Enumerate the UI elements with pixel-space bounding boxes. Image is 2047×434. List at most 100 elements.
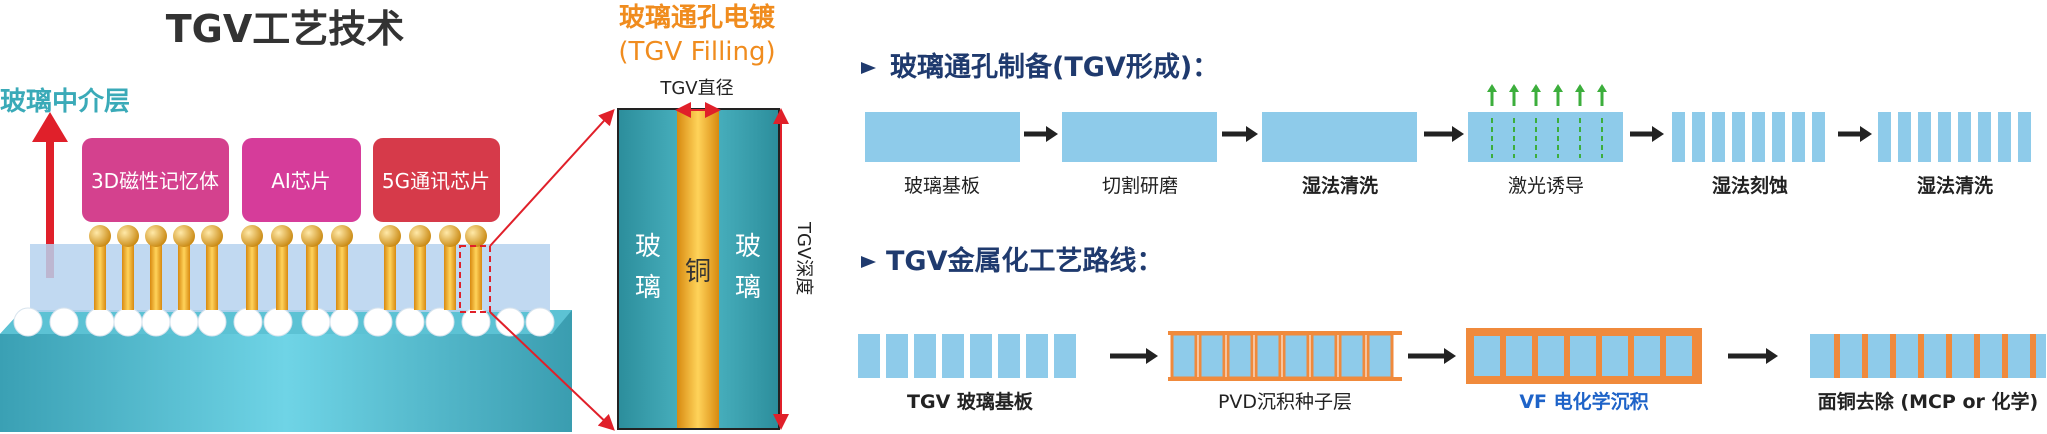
seed-layer-segment <box>1254 332 1282 380</box>
up-arrow-icon <box>32 112 68 278</box>
step-label: 湿法清洗 <box>1917 174 1993 197</box>
tgv-pillar <box>306 236 318 310</box>
solder-bump <box>113 307 143 337</box>
glass-segment <box>1918 112 1931 162</box>
flow-arrow-icon <box>1424 131 1454 137</box>
laser-beam-icon <box>1556 86 1560 106</box>
step-label: 切割研磨 <box>1102 175 1178 197</box>
section1-title: 玻璃通孔制备(TGV形成)： <box>890 52 1219 83</box>
tgv-pillar <box>94 236 106 310</box>
filled-via <box>1834 334 1840 378</box>
zoom-line-top <box>489 109 615 247</box>
solder-bump <box>85 307 115 337</box>
glass-segment <box>1812 112 1825 162</box>
bullet-arrow-icon-2 <box>861 256 876 268</box>
tgv-pillar <box>206 236 218 310</box>
svg-text:AI芯片: AI芯片 <box>271 169 331 193</box>
filled-via <box>1890 334 1896 378</box>
glass-segment <box>942 334 964 378</box>
micro-bump <box>241 225 263 247</box>
laser-induced-box <box>1468 112 1623 162</box>
solder-bump <box>363 307 393 337</box>
flow-arrow-icon <box>1728 353 1768 359</box>
glass-segment <box>1634 336 1660 376</box>
copper-label: 铜 <box>685 257 711 287</box>
solder-bump <box>525 307 555 337</box>
step-label: 玻璃基板 <box>904 175 980 197</box>
flow-arrow-icon <box>1222 131 1248 137</box>
seed-layer-segment <box>1282 332 1310 380</box>
middle-title-line2: (TGV Filling) <box>618 37 775 67</box>
glass-segment <box>1732 112 1745 162</box>
glass-segment <box>1054 334 1076 378</box>
flow-arrow-icon <box>1838 131 1862 137</box>
chip-5g: 5G通讯芯片 <box>373 138 500 222</box>
glass-segment <box>1938 112 1951 162</box>
step-label: 湿法刻蚀 <box>1712 174 1788 197</box>
seed-layer-segment <box>1198 332 1226 380</box>
interposer-label: 玻璃中介层 <box>0 86 130 117</box>
glass-segment <box>1474 336 1500 376</box>
micro-bump <box>301 225 323 247</box>
glass-segment <box>1958 112 1971 162</box>
solder-bump <box>141 307 171 337</box>
laser-beam-icon <box>1600 86 1604 106</box>
tgv-pillar <box>444 236 456 310</box>
tgv-pillar-row <box>89 225 487 310</box>
solder-bump <box>263 307 293 337</box>
solder-bump <box>197 307 227 337</box>
micro-bump <box>271 225 293 247</box>
glass-segment <box>2018 112 2031 162</box>
solder-bump <box>13 307 43 337</box>
glass-left-char2: 璃 <box>635 273 661 303</box>
glass-segment <box>914 334 936 378</box>
micro-bump <box>173 225 195 247</box>
bottom-bump-row <box>13 307 555 337</box>
solder-bump <box>495 307 525 337</box>
glass-substrate-box <box>1262 112 1417 162</box>
bullet-arrow-icon <box>861 62 876 74</box>
flow-arrow-icon <box>1630 131 1654 137</box>
glass-substrate-box <box>1062 112 1217 162</box>
filled-via <box>2030 334 2036 378</box>
left-title: TGV工艺技术 <box>166 7 405 51</box>
copper-via <box>677 110 719 428</box>
glass-segment <box>1752 112 1765 162</box>
glass-segment <box>970 334 992 378</box>
glass-segment <box>998 334 1020 378</box>
glass-segment <box>1772 112 1785 162</box>
glass-left-char1: 玻 <box>635 232 661 262</box>
micro-bump <box>89 225 111 247</box>
glass-segment <box>1878 112 1891 162</box>
glass-segment <box>1898 112 1911 162</box>
seed-layer-segment <box>1226 332 1254 380</box>
micro-bump <box>117 225 139 247</box>
micro-bump <box>465 225 487 247</box>
seed-layer-segment <box>1338 332 1366 380</box>
filled-via <box>1974 334 1980 378</box>
diameter-label: TGV直径 <box>659 78 733 99</box>
seed-layer-segment <box>1170 332 1198 380</box>
step-label: PVD沉积种子层 <box>1218 391 1352 413</box>
glass-segment <box>1666 336 1692 376</box>
step-label: 面铜去除 (MCP or 化学) <box>1818 390 2038 413</box>
glass-substrate-box <box>865 112 1020 162</box>
glass-segment <box>1538 336 1564 376</box>
glass-segment <box>1712 112 1725 162</box>
tgv-pillar <box>246 236 258 310</box>
glass-segment <box>1692 112 1705 162</box>
chip-3d-memory: 3D磁性记忆体 <box>82 138 229 222</box>
micro-bump <box>331 225 353 247</box>
laser-beam-icon <box>1490 86 1494 106</box>
glass-segment <box>1998 112 2011 162</box>
flow-arrow-icon <box>1110 353 1148 359</box>
section2-title: TGV金属化工艺路线： <box>886 245 1163 277</box>
step-label: 湿法清洗 <box>1302 174 1378 197</box>
micro-bump <box>409 225 431 247</box>
step-label: VF 电化学沉积 <box>1519 390 1648 413</box>
svg-text:5G通讯芯片: 5G通讯芯片 <box>382 169 490 193</box>
tgv-formation-flow: 玻璃基板切割研磨湿法清洗激光诱导湿法刻蚀湿法清洗 <box>865 84 2031 197</box>
flow-arrow-icon <box>1408 353 1446 359</box>
svg-text:3D磁性记忆体: 3D磁性记忆体 <box>91 169 219 193</box>
